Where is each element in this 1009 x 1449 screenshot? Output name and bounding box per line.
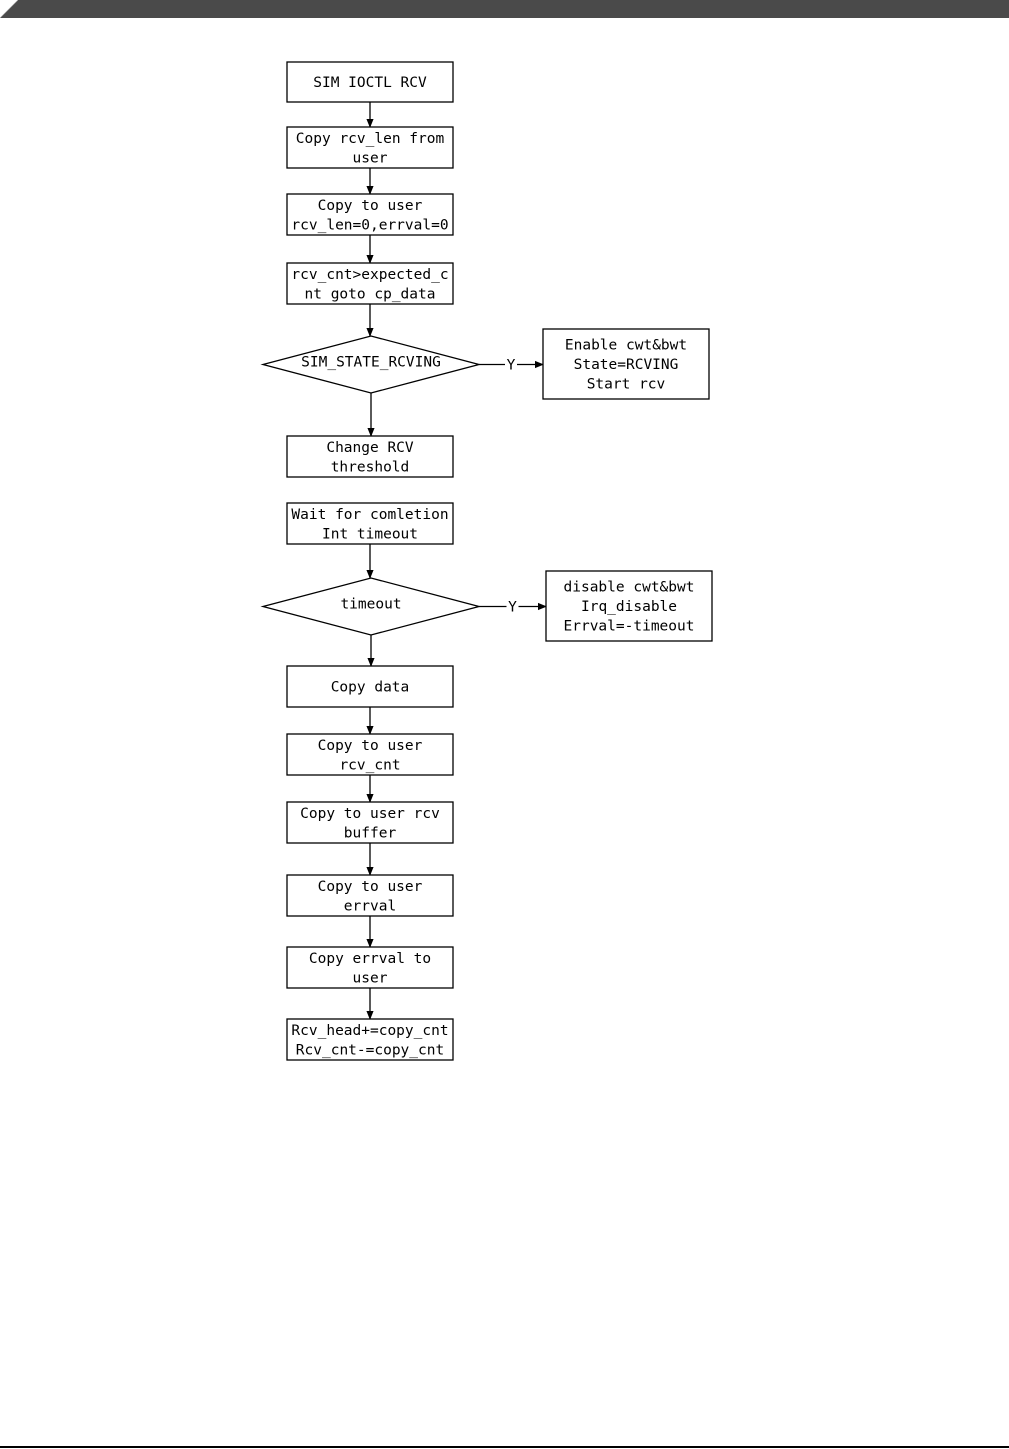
process-box (286, 193, 454, 236)
process-box (286, 733, 454, 776)
node-label-line: Copy rcv_len from (296, 131, 445, 147)
edges-layer: YY (366, 102, 547, 1020)
decision-diamond (260, 577, 482, 636)
process-box (286, 1018, 454, 1061)
node-label-line: errval (344, 898, 396, 914)
node-label-line: Copy to user (318, 738, 423, 754)
node-label-line: rcv_cnt (339, 757, 400, 773)
node-label-line: Wait for comletion (291, 507, 448, 523)
node-label-line: user (353, 970, 388, 986)
flow-node-n14: Copy to user errval (286, 874, 454, 917)
process-box (545, 570, 713, 642)
process-box (286, 262, 454, 305)
process-box (286, 874, 454, 917)
footer-rule (0, 1446, 1009, 1448)
node-label-line: nt goto cp_data (305, 286, 436, 302)
node-label-line: timeout (340, 597, 401, 613)
header-bar (0, 0, 1009, 18)
flow-node-n12: Copy to user rcv_cnt (286, 733, 454, 776)
node-label-line: SIM IOCTL RCV (313, 75, 427, 91)
node-label-line: Errval=-timeout (564, 619, 695, 635)
process-box (286, 502, 454, 545)
node-label-line: Copy to user (318, 198, 423, 214)
node-label-line: Irq_disable (581, 599, 677, 615)
node-label-line: user (353, 150, 388, 166)
node-label-line: SIM_STATE_RCVING (301, 355, 441, 371)
node-label-line: Start rcv (587, 377, 666, 393)
edge-label-bg (505, 355, 517, 374)
flow-node-n3: Copy to user rcv_len=0,errval=0 (286, 193, 454, 236)
flow-node-n11: Copy data (286, 665, 454, 708)
edge-label-yes: Y (507, 358, 516, 374)
node-label-line: Copy errval to (309, 951, 431, 967)
edge-label-yes: Y (508, 600, 517, 616)
flow-node-n5: SIM_STATE_RCVING (260, 335, 482, 394)
flow-node-n2: Copy rcv_len from user (286, 126, 454, 169)
edge-label-bg (506, 597, 519, 616)
node-label-line: Int timeout (322, 526, 418, 542)
process-box (286, 801, 454, 844)
process-box (542, 328, 710, 400)
node-label-line: Copy to user rcv (300, 806, 440, 822)
process-box (286, 665, 454, 708)
process-box (286, 126, 454, 169)
node-label-line: Rcv_cnt-=copy_cnt (296, 1042, 444, 1058)
node-label-line: threshold (331, 459, 410, 475)
node-label-line: disable cwt&bwt (564, 580, 695, 596)
flow-node-n9: timeout (260, 577, 482, 636)
process-box (286, 946, 454, 989)
flow-node-n1: SIM IOCTL RCV (286, 61, 454, 103)
flow-node-n15: Copy errval to user (286, 946, 454, 989)
node-label-line: Copy to user (318, 879, 423, 895)
flow-node-n4: rcv_cnt>expected_cnt goto cp_data (286, 262, 454, 305)
node-label-line: rcv_len=0,errval=0 (291, 217, 448, 233)
decision-diamond (260, 335, 482, 394)
node-label-line: Change RCV (326, 440, 414, 456)
node-label-line: State=RCVING (574, 357, 679, 373)
node-label-line: buffer (344, 825, 397, 841)
flow-node-n10: disable cwt&bwtIrq_disableErrval=-timeou… (545, 570, 713, 642)
node-label-line: Enable cwt&bwt (565, 338, 687, 354)
node-label-line: Copy data (331, 680, 410, 696)
node-label-line: Rcv_head+=copy_cnt (291, 1023, 448, 1039)
flow-node-n7: Change RCV threshold (286, 435, 454, 478)
node-label-line: rcv_cnt>expected_c (291, 267, 448, 283)
flow-node-n13: Copy to user rcv buffer (286, 801, 454, 844)
process-box (286, 61, 454, 103)
process-box (286, 435, 454, 478)
